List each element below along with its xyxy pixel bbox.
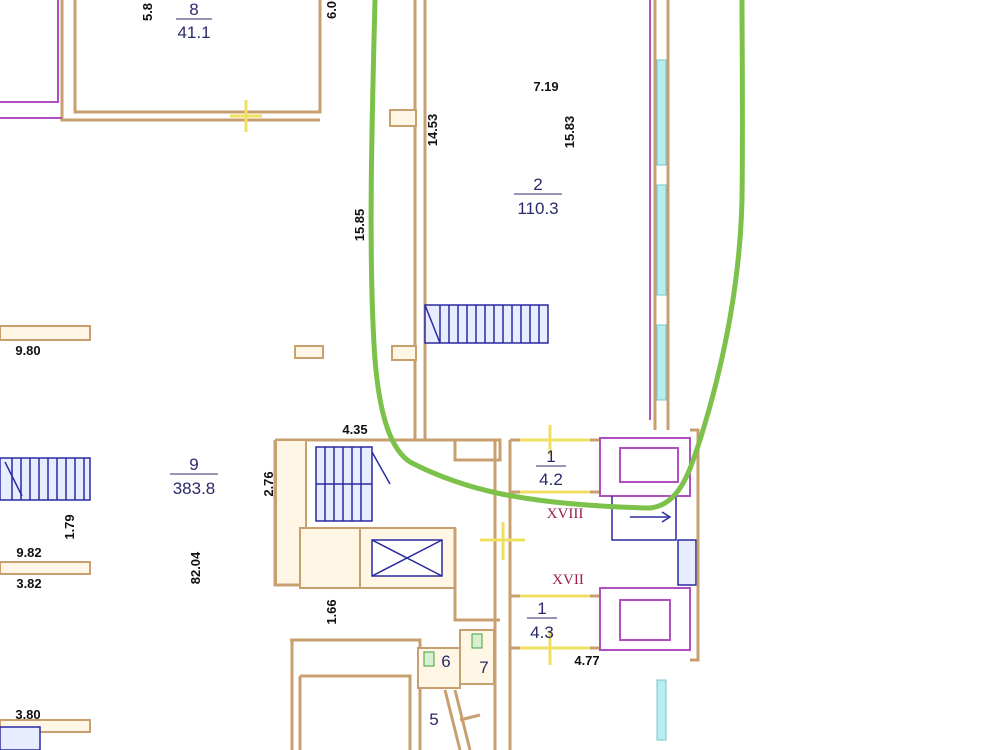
dimension-label: 15.85 bbox=[352, 209, 367, 242]
dimension-label: 14.53 bbox=[425, 114, 440, 147]
dimension-label: 4.77 bbox=[574, 653, 599, 668]
room-8-walls bbox=[0, 0, 322, 132]
roman-label-xvii: XVII bbox=[552, 572, 584, 588]
room-label-7: 7 bbox=[479, 658, 488, 677]
room-label-5: 5 bbox=[429, 710, 438, 729]
dimension-label: 4.35 bbox=[342, 422, 367, 437]
dimension-label: 1.79 bbox=[62, 514, 77, 539]
room-label-1-upper: 1 4.2 bbox=[536, 447, 566, 489]
dimension-label: 2.76 bbox=[261, 471, 276, 496]
vestibule-block bbox=[480, 425, 700, 750]
room-area: 41.1 bbox=[177, 23, 210, 42]
stair-core bbox=[273, 438, 502, 750]
dimension-label: 3.82 bbox=[16, 576, 41, 591]
room-label-1-lower: 1 4.3 bbox=[527, 599, 557, 642]
left-partitions bbox=[0, 325, 324, 733]
wc-rooms bbox=[417, 629, 495, 750]
room-number: 9 bbox=[189, 455, 198, 474]
room-number: 1 bbox=[546, 447, 555, 466]
dimension-label: 5.8 bbox=[140, 3, 155, 21]
room-number: 2 bbox=[533, 175, 542, 194]
stair-left bbox=[0, 457, 91, 750]
dimension-label: 1.66 bbox=[324, 599, 339, 624]
dimension-label: 82.04 bbox=[188, 551, 203, 584]
dimension-label: 6.0 bbox=[324, 1, 339, 19]
roman-label-xviii: XVIII bbox=[547, 506, 584, 522]
room-number: 8 bbox=[189, 0, 198, 19]
room-label-2: 2 110.3 bbox=[514, 175, 562, 218]
dimension-label: 9.82 bbox=[16, 545, 41, 560]
room-area: 383.8 bbox=[173, 479, 216, 498]
room-label-8: 8 41.1 bbox=[176, 0, 212, 42]
dimension-label: 9.80 bbox=[15, 343, 40, 358]
room-area: 4.3 bbox=[530, 623, 554, 642]
dimension-label: 3.80 bbox=[15, 707, 40, 722]
dimension-label: 15.83 bbox=[562, 116, 577, 149]
room-2-walls bbox=[389, 0, 670, 741]
stair-room-2 bbox=[424, 304, 549, 344]
dimension-label: 7.19 bbox=[533, 79, 558, 94]
room-label-9: 9 383.8 bbox=[170, 455, 218, 498]
room-label-6: 6 bbox=[441, 652, 450, 671]
room-area: 110.3 bbox=[517, 199, 558, 218]
highlight-outline bbox=[368, 0, 745, 511]
room-number: 1 bbox=[537, 599, 546, 618]
room-area: 4.2 bbox=[539, 470, 563, 489]
